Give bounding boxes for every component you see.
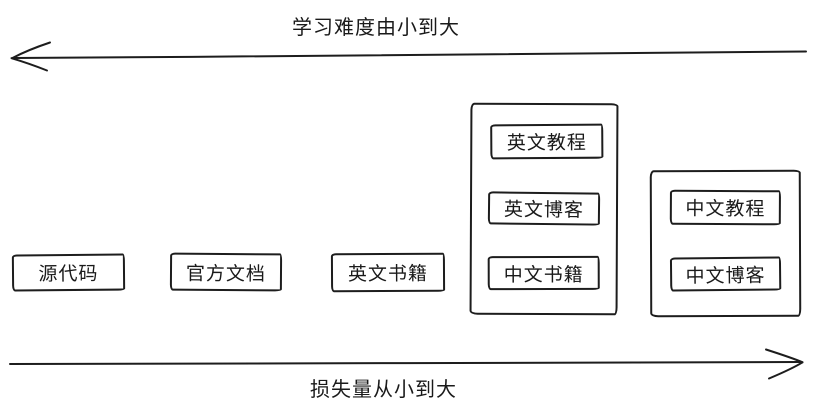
box-english-blogs: 英文博客 (487, 191, 601, 226)
group-chinese-tutorials-blogs: 中文教程 中文博客 (649, 169, 802, 318)
box-official-docs: 官方文档 (169, 252, 283, 292)
box-label: 英文教程 (506, 132, 587, 155)
box-label: 中文书籍 (503, 264, 584, 286)
box-label: 中文博客 (685, 265, 766, 287)
box-label: 官方文档 (185, 263, 267, 285)
box-chinese-tutorials: 中文教程 (669, 189, 781, 226)
box-english-tutorials: 英文教程 (490, 123, 604, 160)
box-label: 英文书籍 (347, 263, 429, 286)
box-source-code: 源代码 (11, 253, 126, 292)
top-axis-label: 学习难度由小到大 (292, 17, 460, 39)
bottom-axis-label: 损失量从小到大 (310, 379, 457, 401)
box-english-books: 英文书籍 (330, 252, 446, 293)
box-label: 源代码 (38, 263, 99, 286)
group-tutorials-blogs-books: 英文教程 英文博客 中文书籍 (469, 102, 619, 316)
box-label: 中文教程 (685, 198, 766, 221)
box-chinese-books: 中文书籍 (487, 255, 600, 291)
box-chinese-blogs: 中文博客 (669, 256, 782, 292)
left-arrow (10, 41, 807, 72)
box-label: 英文博客 (503, 199, 585, 222)
